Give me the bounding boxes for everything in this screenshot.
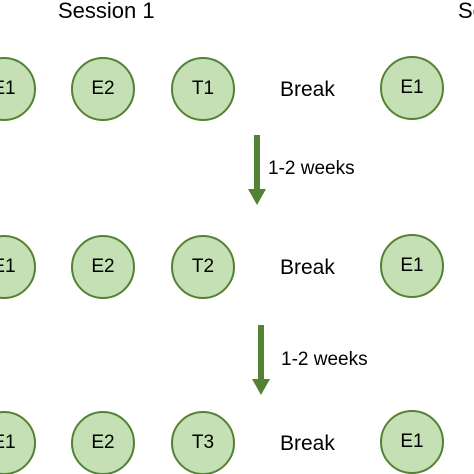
interval-2-label: 1-2 weeks	[281, 349, 368, 370]
session-1-header: Session 1	[58, 0, 155, 23]
session-2-header: Se	[458, 0, 474, 23]
interval-1-label: 1-2 weeks	[268, 158, 355, 179]
row-1-node-t1: T1	[171, 57, 235, 121]
interval-1-arrow-shaft	[254, 135, 260, 191]
row-2-node-e1: E1	[0, 235, 36, 299]
row-3-node-e1: E1	[0, 411, 36, 474]
interval-2-arrow-shaft	[258, 325, 264, 381]
row-2-next-node: E1	[380, 234, 444, 298]
row-1-break-label: Break	[280, 78, 335, 101]
row-3-break-label: Break	[280, 432, 335, 455]
interval-2-arrow-head	[252, 379, 270, 395]
row-1-next-node: E1	[380, 56, 444, 120]
row-3-next-node: E1	[380, 410, 444, 474]
row-3-node-e2: E2	[71, 411, 135, 474]
row-2-node-t2: T2	[171, 235, 235, 299]
row-2-break-label: Break	[280, 256, 335, 279]
row-3-node-t3: T3	[171, 411, 235, 474]
interval-1-arrow-head	[248, 189, 266, 205]
row-2-node-e2: E2	[71, 235, 135, 299]
row-1-node-e2: E2	[71, 57, 135, 121]
row-1-node-e1: E1	[0, 57, 36, 121]
